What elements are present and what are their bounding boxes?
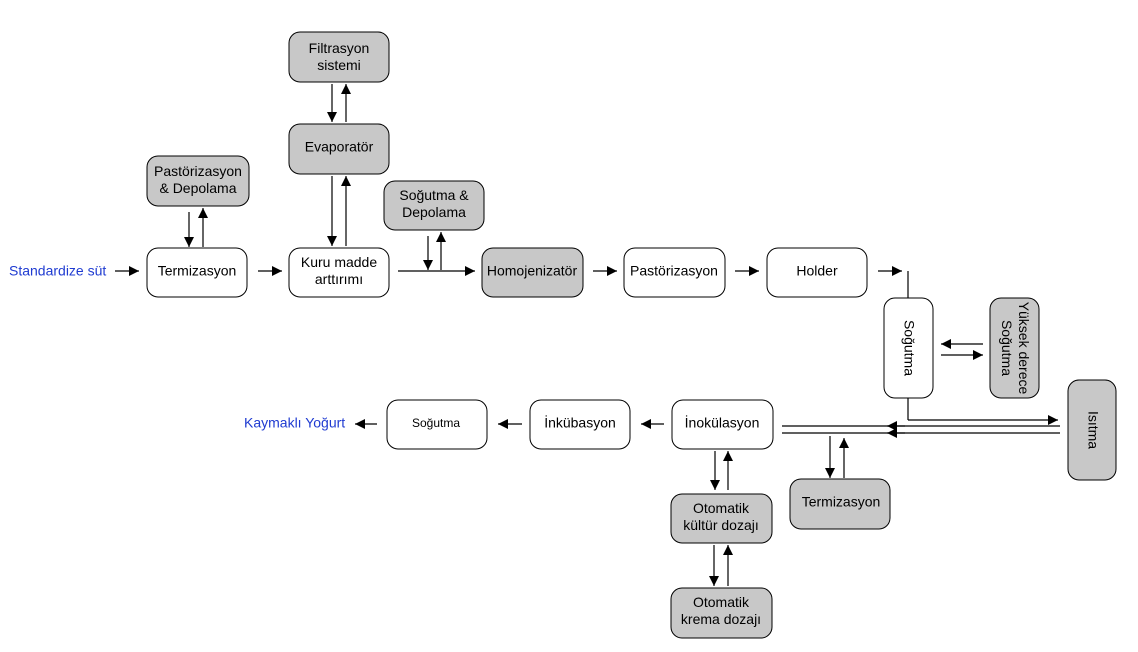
isitma-node: Isıtma [1067, 379, 1117, 481]
node-label: Holder [796, 263, 838, 279]
node-label-line: Soğutma [412, 416, 460, 430]
input-label: Standardize süt [9, 263, 106, 279]
node-label-line: Evaporatör [305, 139, 374, 155]
node-label-line: Otomatik [693, 594, 750, 610]
node-label-line: & Depolama [159, 180, 236, 196]
node-label-line: Homojenizatör [487, 263, 578, 279]
termizasyon-node: Termizasyon [146, 247, 248, 298]
node-label-line: Pastörizasyon [630, 263, 718, 279]
node-label: Homojenizatör [487, 263, 578, 279]
node-label: Evaporatör [305, 139, 374, 155]
node-label: Soğutma &Depolama [399, 187, 469, 220]
node-label: Soğutma [901, 320, 917, 376]
sogutma-final-node: Soğutma [386, 399, 488, 450]
output-label: Kaymaklı Yoğurt [244, 415, 345, 431]
node-label: Pastörizasyon& Depolama [154, 163, 242, 196]
holder-node: Holder [766, 247, 868, 298]
node-label-line: İnkübasyon [544, 414, 616, 431]
node-label: Termizasyon [158, 263, 237, 279]
node-label-line: Depolama [402, 204, 466, 220]
connectors [115, 84, 1060, 586]
node-label-line: arttırımı [315, 271, 363, 287]
node-label-line: krema dozajı [681, 611, 761, 627]
node-label-line: Termizasyon [158, 263, 237, 279]
node-label-line: Isıtma [1085, 411, 1101, 449]
inkubasyon-node: İnkübasyon [529, 399, 631, 450]
node-label-line: kültür dozajı [683, 517, 758, 533]
node-label: Soğutma [412, 416, 460, 430]
node-label-line: Soğutma & [399, 187, 469, 203]
node-label: İnokülasyon [685, 414, 760, 431]
pastorizasyon-node: Pastörizasyon [623, 247, 726, 298]
node-label-line: Soğutma [999, 320, 1015, 376]
node-label: İnkübasyon [544, 414, 616, 431]
node-label-line: Holder [796, 263, 838, 279]
node-label-line: Filtrasyon [309, 40, 370, 56]
node-label-line: sistemi [317, 57, 361, 73]
pastorizasyon-depolama-node: Pastörizasyon& Depolama [146, 155, 250, 207]
sogutma-vertical-node: Soğutma [883, 297, 934, 399]
node-label: Termizasyon [802, 494, 881, 510]
node-label: Isıtma [1085, 411, 1101, 449]
node-label-line: Otomatik [693, 500, 750, 516]
termizasyon-2-node: Termizasyon [789, 478, 891, 530]
sogutma-depolama-node: Soğutma &Depolama [383, 180, 485, 231]
node-label-line: Yüksek derece [1016, 302, 1032, 395]
evaporator-node: Evaporatör [288, 123, 390, 175]
node-label-line: Soğutma [901, 320, 917, 376]
node-label-line: Pastörizasyon [154, 163, 242, 179]
node-label-line: İnokülasyon [685, 414, 760, 431]
node-label-line: Termizasyon [802, 494, 881, 510]
inokulasyon-node: İnokülasyon [671, 399, 774, 450]
node-label-line: Kuru madde [301, 254, 377, 270]
node-label: Pastörizasyon [630, 263, 718, 279]
homojenizator-node: Homojenizatör [481, 247, 584, 298]
